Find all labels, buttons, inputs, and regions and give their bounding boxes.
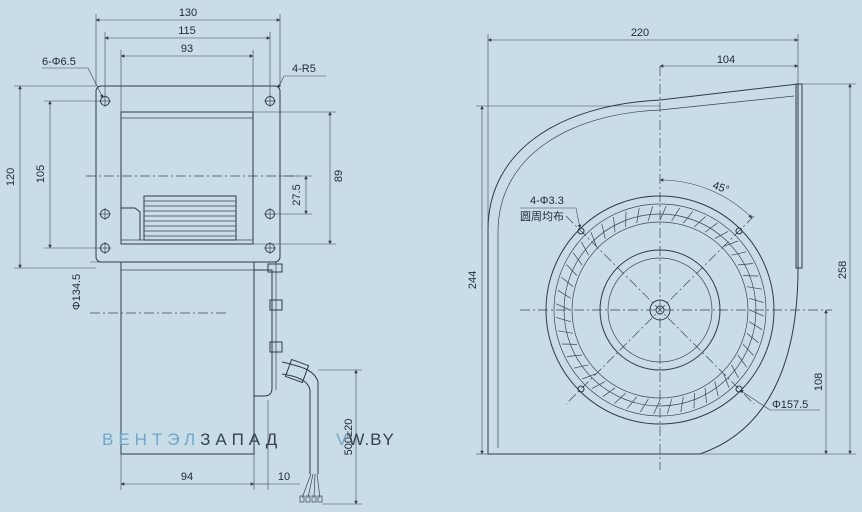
impeller-blade: [573, 364, 589, 369]
dim-130: 130: [179, 7, 197, 19]
impeller-blade: [746, 286, 762, 290]
impeller-blade: [556, 317, 571, 323]
dim-244: 244: [467, 271, 479, 289]
impeller-blade: [581, 241, 589, 256]
impeller-holes-label: 4-Φ3.3: [530, 195, 564, 207]
watermark: ВЕНТЭЛЗАПАД VW.BY: [102, 430, 395, 449]
impeller-blade: [614, 392, 626, 404]
impeller-blade: [636, 208, 640, 224]
front-view: 130 115 93 6-Φ6.5 4-R5 120 105 89: [5, 7, 345, 314]
impeller-blade: [731, 251, 747, 256]
impeller-blade: [737, 263, 754, 266]
impeller-blade: [653, 399, 661, 414]
impeller-blade: [566, 264, 578, 276]
impeller-blade: [566, 354, 583, 357]
impeller-blade: [694, 216, 706, 228]
impeller-blade: [746, 333, 759, 344]
dim-115: 115: [178, 25, 196, 37]
impeller-blade: [601, 223, 606, 239]
dim-120: 120: [5, 168, 17, 186]
impeller-blade: [704, 222, 718, 233]
grille-slats: [144, 200, 236, 237]
dim-phi-157-5: Φ157.5: [772, 399, 808, 411]
impeller-blade: [572, 252, 583, 266]
impeller-blade: [749, 321, 763, 330]
holes-label: 6-Φ6.5: [42, 56, 76, 68]
mounting-holes: [99, 95, 276, 254]
dim-89: 89: [333, 170, 345, 182]
impeller-blade: [602, 387, 616, 398]
dim-500: 500±20: [343, 419, 355, 456]
dim-93: 93: [181, 43, 193, 55]
impeller-blade: [671, 207, 680, 221]
dim-105: 105: [35, 165, 47, 183]
motor-flange: [254, 269, 273, 397]
impeller-blade: [742, 344, 754, 356]
impeller-blade: [714, 381, 719, 397]
watermark-part3: V: [336, 430, 348, 449]
impeller-blade: [731, 364, 739, 379]
impeller-blade: [714, 231, 729, 239]
impeller-blade: [582, 373, 597, 380]
impeller-blade: [640, 399, 649, 413]
impeller-blade: [558, 330, 574, 334]
outlet-flange: [795, 83, 803, 269]
side-view: 45° 4-Φ3.3 圆周均布 Φ157.5 220 104 244 258 1…: [467, 27, 856, 470]
impeller-blade: [667, 399, 673, 414]
impeller-blade: [737, 354, 748, 368]
impeller-blade: [561, 276, 574, 287]
watermark-part2: ЗАПАД: [200, 430, 282, 449]
impeller-blade: [557, 290, 571, 299]
cable-wires: [299, 473, 323, 503]
motor-body: [120, 261, 255, 455]
impeller-blade: [749, 297, 764, 303]
svg-text:VW.BY: VW.BY: [336, 430, 395, 449]
impeller-blade: [626, 396, 637, 409]
motor-view: Φ134.5 94 10 500±20: [71, 261, 362, 505]
svg-text:ВЕНТЭЛЗАПАД: ВЕНТЭЛЗАПАД: [102, 430, 282, 449]
watermark-part1: ВЕНТЭЛ: [102, 430, 200, 449]
impeller-blade: [723, 373, 730, 388]
scroll-housing: [487, 83, 799, 455]
dim-10: 10: [278, 471, 290, 483]
impeller-blade: [659, 206, 667, 221]
dim-108: 108: [813, 373, 825, 391]
dim-phi-134-5: Φ134.5: [71, 274, 83, 310]
front-opening: [120, 111, 254, 245]
impeller-blade: [704, 387, 707, 404]
dim-94: 94: [181, 471, 193, 483]
impeller-blade: [723, 240, 738, 247]
impeller-holes-note: 圆周均布: [520, 210, 564, 223]
dim-258: 258: [837, 261, 849, 279]
impeller-blade: [556, 303, 571, 311]
impeller-blade: [647, 206, 653, 221]
radius-label: 4-R5: [292, 63, 316, 75]
cable: [281, 361, 319, 474]
dim-27-5: 27.5: [291, 184, 303, 205]
front-grille: [143, 195, 237, 241]
impeller-blade: [749, 309, 764, 317]
impeller-blade: [591, 381, 606, 389]
impeller-blades: [556, 206, 764, 414]
impeller-blade: [613, 216, 616, 233]
angle-label: 45°: [711, 180, 731, 197]
impeller-blade: [590, 232, 597, 247]
impeller-blade: [680, 396, 684, 412]
watermark-part4: W.BY: [348, 430, 395, 449]
dim-104: 104: [717, 54, 735, 66]
dim-220: 220: [631, 27, 649, 39]
